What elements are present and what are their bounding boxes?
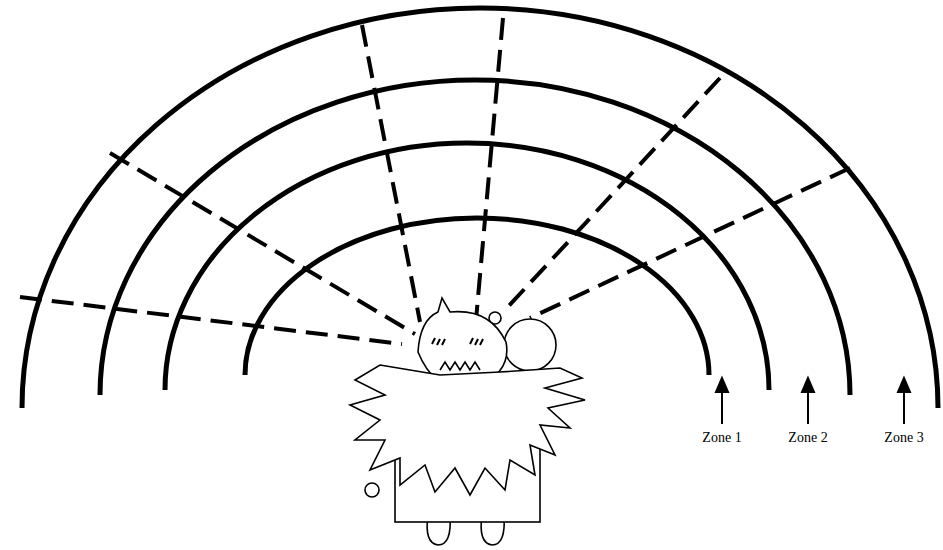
dashed-ray <box>476 18 503 320</box>
dashed-ray <box>505 78 720 310</box>
zone-label: Zone 3 <box>883 430 924 447</box>
fur-collar <box>350 365 585 495</box>
zone-boundary-arc <box>100 80 850 395</box>
cheek-marks <box>432 338 483 345</box>
zone-arrows <box>716 378 910 424</box>
zone-boundary-arc <box>22 8 938 408</box>
arrow-head <box>898 378 910 392</box>
cheek <box>470 338 483 345</box>
arrow-shaft <box>903 390 905 424</box>
shoulder <box>504 319 556 371</box>
arrow-shaft <box>721 390 723 424</box>
dashed-ray <box>110 153 415 334</box>
zone-arcs <box>22 8 938 408</box>
arrow-shaft <box>807 390 809 424</box>
dashed-ray <box>530 168 850 318</box>
dashed-ray <box>20 297 402 344</box>
sight-lines <box>20 18 850 344</box>
zone-boundary-arc <box>165 143 769 390</box>
zone-label: Zone 2 <box>787 430 828 447</box>
zone-label: Zone 1 <box>701 430 742 447</box>
hand <box>365 483 379 497</box>
arrow-head <box>716 378 728 392</box>
dashed-ray <box>362 25 420 322</box>
arrow-head <box>802 378 814 392</box>
cheek <box>432 338 445 345</box>
creature-figure <box>350 298 585 545</box>
mouth <box>440 362 480 370</box>
